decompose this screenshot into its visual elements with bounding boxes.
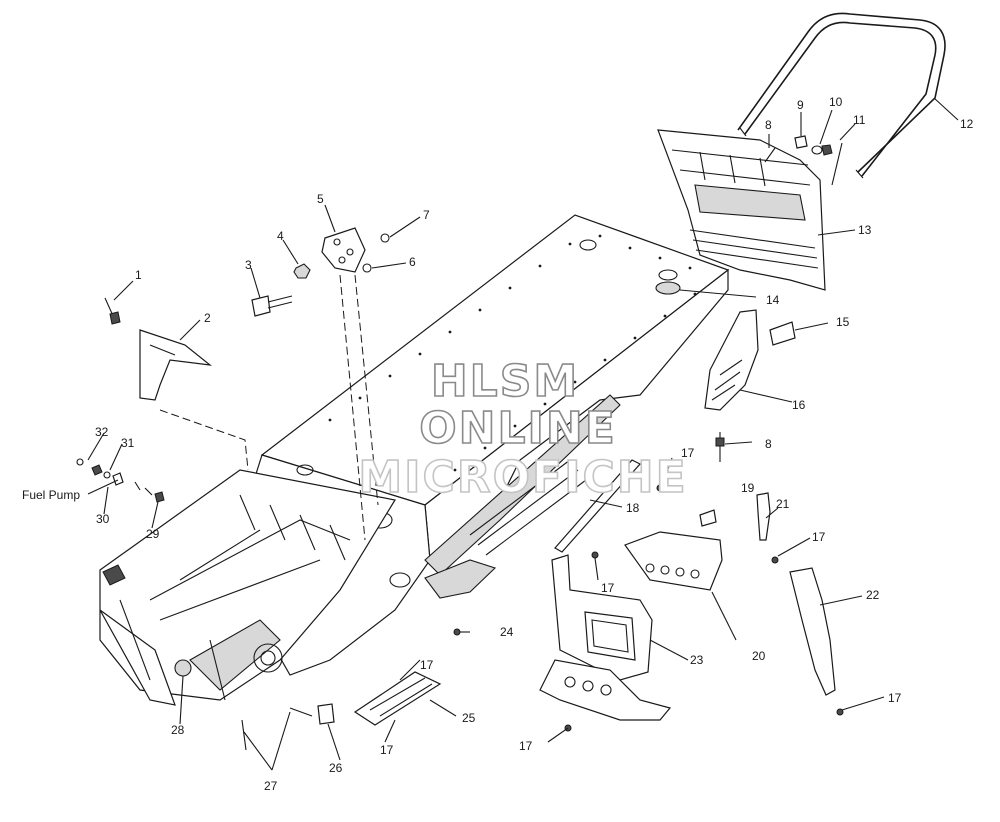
part-12-rear-bumper [737, 12, 946, 179]
vent-holes [469, 459, 587, 556]
callout-27: 27 [264, 779, 278, 793]
watermark-line-1: HLSM [431, 356, 579, 407]
callout-9: 9 [797, 98, 804, 112]
part-2-bracket [139, 329, 213, 401]
callout-16: 16 [792, 398, 806, 412]
watermark: HLSM ONLINE MICROFICHE [358, 355, 687, 504]
callout-13: 13 [858, 223, 872, 237]
part-23-side-panel [551, 554, 653, 681]
callout-12: 12 [960, 117, 974, 131]
callout-31: 31 [121, 436, 135, 450]
part-22-rail [789, 567, 836, 696]
callout-7: 7 [423, 208, 430, 222]
callout-30: 30 [96, 512, 110, 526]
part-14-grommet [655, 281, 681, 295]
part-15-pad [769, 321, 796, 346]
callout-26: 26 [329, 761, 343, 775]
watermark-line-3: MICROFICHE [358, 452, 687, 503]
part-5-plate [321, 227, 366, 273]
callout-6: 6 [409, 255, 416, 269]
callout-23: 23 [690, 653, 704, 667]
fastener [591, 551, 599, 559]
callout-29: 29 [146, 527, 160, 541]
callout-17-skid-top: 17 [420, 658, 434, 672]
callout-1: 1 [135, 268, 142, 282]
callout-25: 25 [462, 711, 476, 725]
part-11-nut [821, 142, 843, 186]
callout-19: 19 [741, 481, 755, 495]
callout-15: 15 [836, 315, 850, 329]
dashed-guide-line [339, 274, 366, 541]
callout-3: 3 [245, 258, 252, 272]
callout-17-far-right: 17 [888, 691, 902, 705]
part-20-bracket [624, 531, 723, 591]
part-7-screw [380, 233, 390, 243]
callout-24: 24 [500, 625, 514, 639]
callout-17-upper: 17 [681, 446, 695, 460]
fuel-pump-label: Fuel Pump [22, 488, 80, 502]
callout-22: 22 [866, 588, 880, 602]
callout-8-lower: 8 [765, 437, 772, 451]
part-8-lower-bolt [715, 432, 725, 462]
callout-4: 4 [277, 229, 284, 243]
part-3-bolt [251, 295, 293, 317]
callout-17-skid-bottom: 17 [380, 743, 394, 757]
part-8-bolt [764, 147, 776, 163]
part-4-nut [293, 263, 311, 279]
callout-28: 28 [171, 723, 185, 737]
part-28-mount [174, 659, 192, 677]
callout-17-right: 17 [812, 530, 826, 544]
fastener [771, 556, 779, 564]
part-19-clip [699, 509, 717, 527]
fuel-pump-fasteners [76, 458, 165, 503]
callout-5: 5 [317, 192, 324, 206]
part-16-running-board [704, 309, 759, 411]
part-24-bracket [424, 559, 497, 599]
callout-18: 18 [626, 501, 640, 515]
part-23-lower-plate [539, 659, 672, 721]
part-18-trim-strip [554, 459, 641, 553]
callout-14: 14 [766, 293, 780, 307]
part-1-bolt [104, 297, 121, 325]
callout-10: 10 [829, 95, 843, 109]
part-25-skid-plate [353, 671, 442, 726]
callout-2: 2 [204, 311, 211, 325]
leader-lines [87, 97, 959, 771]
part-13-snow-flap [657, 129, 826, 291]
fastener [656, 484, 664, 492]
callout-20: 20 [752, 649, 766, 663]
callout-8-top: 8 [765, 118, 772, 132]
callout-21: 21 [776, 497, 790, 511]
part-27-bolts [241, 707, 313, 751]
callout-17-lower: 17 [519, 739, 533, 753]
callout-labels: 1 2 3 4 5 6 7 8 8 9 10 11 12 13 14 15 16… [22, 95, 974, 793]
callout-32: 32 [95, 425, 109, 439]
watermark-line-2: ONLINE [419, 403, 617, 454]
part-26-bushing [317, 703, 335, 725]
part-21-bolt [756, 492, 771, 541]
dashed-guide-line [354, 274, 379, 506]
fastener [836, 708, 844, 716]
callout-11: 11 [853, 113, 866, 127]
dashed-guide-line [159, 409, 249, 471]
front-bulkhead [99, 469, 396, 706]
fastener [453, 628, 461, 636]
part-9-bolt [794, 135, 808, 149]
part-10-washer [811, 145, 823, 155]
callout-17-mid: 17 [601, 581, 615, 595]
part-6-washer [362, 263, 372, 273]
